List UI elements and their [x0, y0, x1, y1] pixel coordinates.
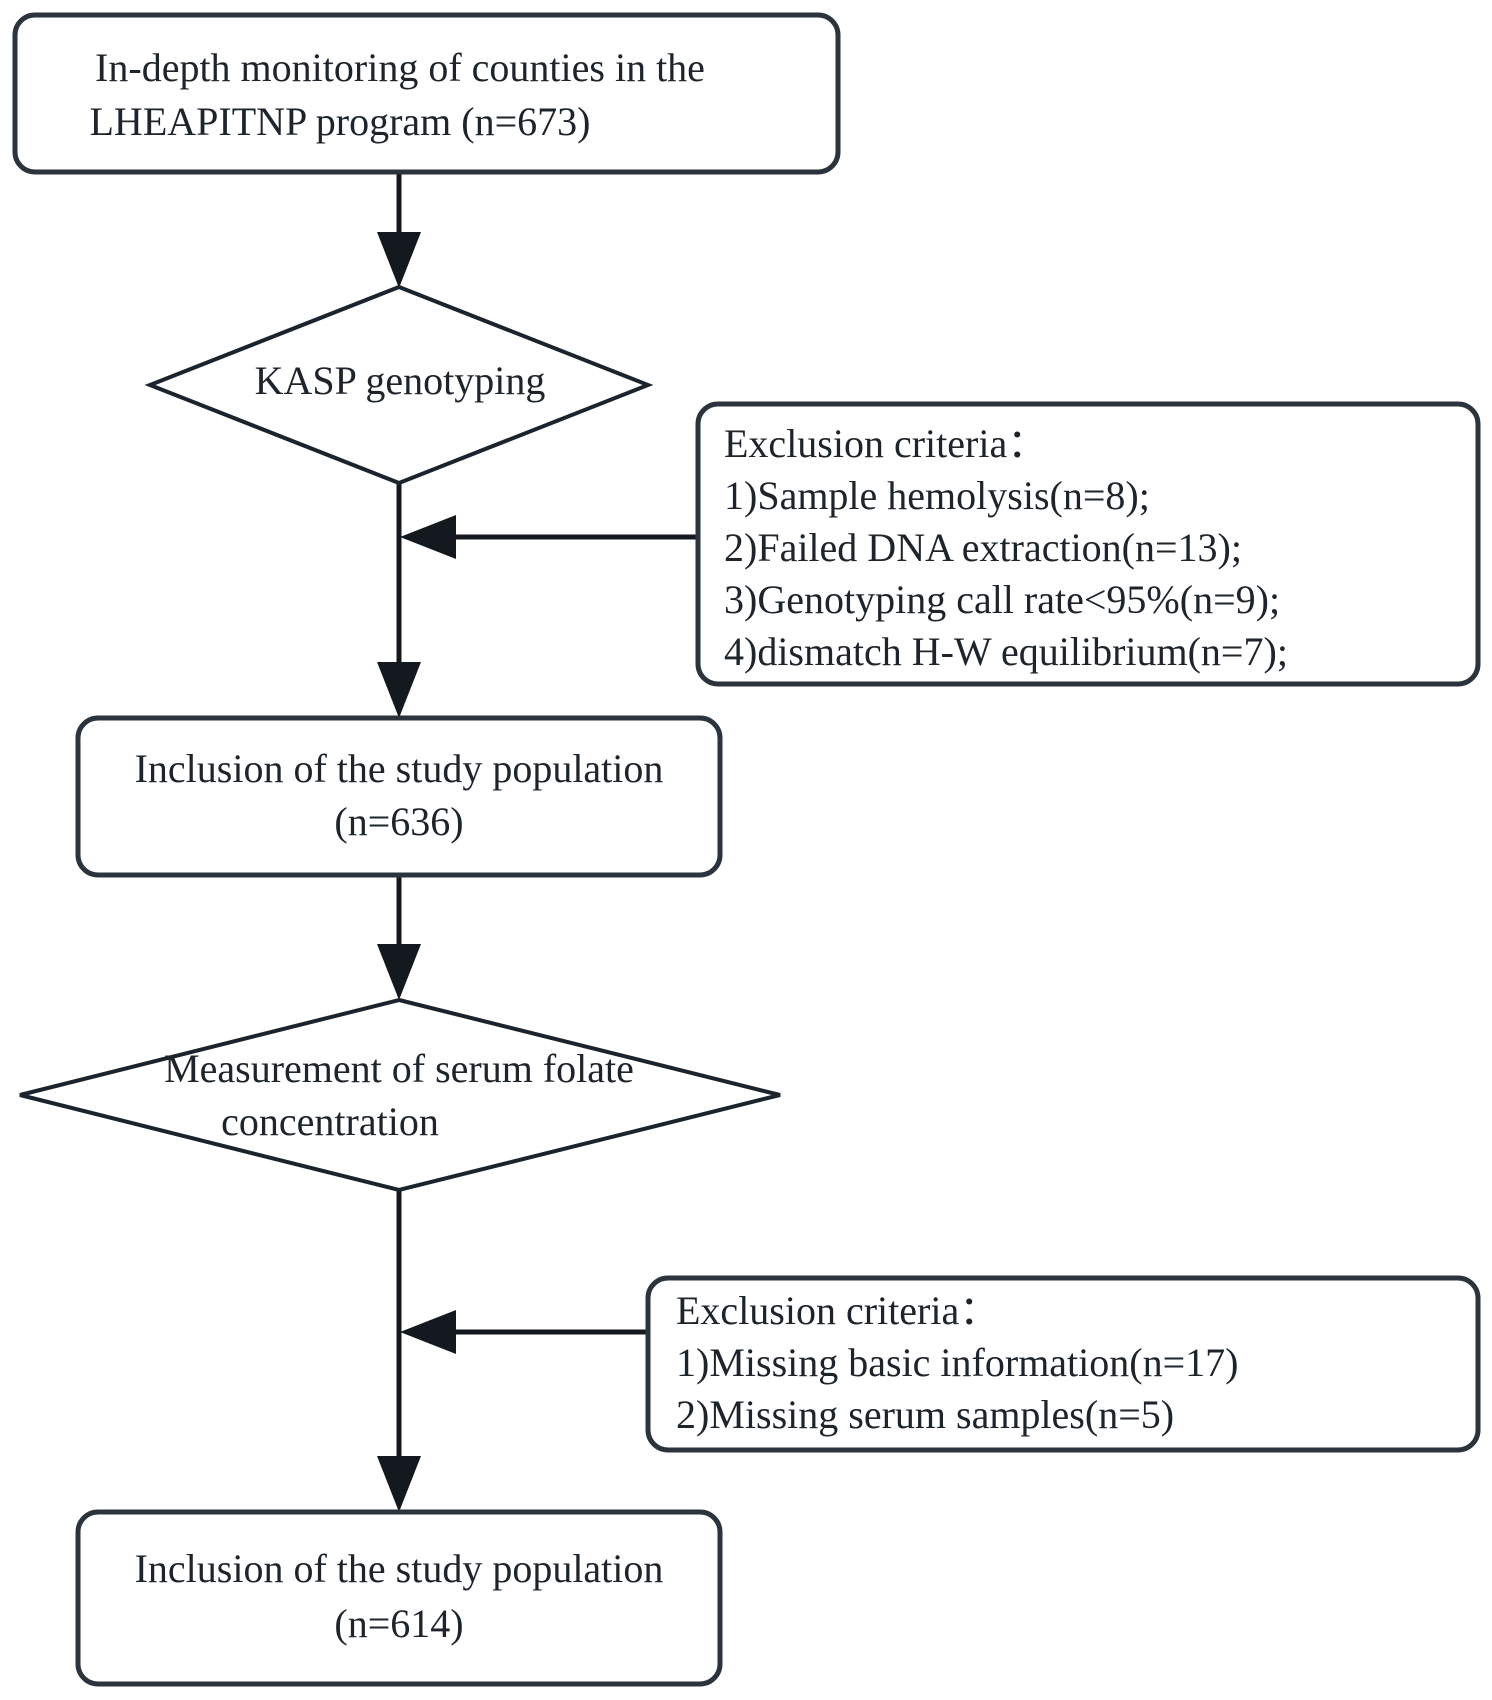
edge-source-to-genotyping: [377, 172, 421, 288]
inclusion-box-2-shape: [75, 1509, 723, 1687]
exclusion-box-1-item-1: 1)Sample hemolysis(n=8);: [724, 473, 1150, 518]
exclusion-box-1-shape: [695, 401, 1481, 687]
exclusion-box-2-heading: Exclusion criteria：: [676, 1288, 999, 1333]
exclusion-box-1-item-2: 2)Failed DNA extraction(n=13);: [724, 525, 1242, 570]
inclusion-box-1-line2: (n=636): [334, 799, 463, 844]
edge-genotyping-to-inclusion1: [377, 483, 421, 718]
node-exclusion-box-2[interactable]: Exclusion criteria： 1)Missing basic info…: [645, 1275, 1481, 1453]
node-inclusion-box-2[interactable]: Inclusion of the study population (n=614…: [75, 1509, 723, 1687]
node-inclusion-box-1[interactable]: Inclusion of the study population (n=636…: [75, 715, 723, 878]
inclusion-box-2-line2: (n=614): [334, 1601, 463, 1646]
edge-exclusion1-to-stem: [400, 515, 698, 559]
source-box-line1: In-depth monitoring of counties in the: [95, 45, 705, 90]
exclusion-box-1-heading: Exclusion criteria：: [724, 421, 1047, 466]
inclusion-box-2-line1: Inclusion of the study population: [135, 1546, 664, 1591]
exclusion-box-2-item-2: 2)Missing serum samples(n=5): [676, 1392, 1174, 1437]
node-source-box[interactable]: In-depth monitoring of counties in the L…: [12, 12, 841, 175]
inclusion-box-1-shape: [75, 715, 723, 878]
folate-diamond-line2: concentration: [221, 1099, 439, 1144]
edge-folate-to-inclusion2: [377, 1190, 421, 1512]
inclusion-box-1-line1: Inclusion of the study population: [135, 746, 664, 791]
exclusion-box-1-item-4: 4)dismatch H-W equilibrium(n=7);: [724, 629, 1288, 674]
folate-diamond-line1: Measurement of serum folate: [164, 1046, 634, 1091]
edge-exclusion2-to-stem: [400, 1310, 648, 1354]
source-box-line2: LHEAPITNP program (n=673): [90, 99, 591, 144]
node-genotyping-diamond[interactable]: KASP genotyping: [144, 284, 654, 486]
node-folate-diamond[interactable]: Measurement of serum folate concentratio…: [19, 997, 781, 1193]
node-exclusion-box-1[interactable]: Exclusion criteria： 1)Sample hemolysis(n…: [695, 401, 1481, 687]
edge-inclusion1-to-folate: [377, 875, 421, 1000]
exclusion-box-2-shape: [645, 1275, 1481, 1453]
folate-diamond-shape: [19, 997, 781, 1193]
genotyping-diamond-shape: [144, 284, 654, 486]
exclusion-box-2-item-1: 1)Missing basic information(n=17): [676, 1340, 1238, 1385]
genotyping-diamond-label: KASP genotyping: [255, 358, 546, 403]
source-box-shape: [12, 12, 841, 175]
exclusion-box-1-item-3: 3)Genotyping call rate<95%(n=9);: [724, 577, 1280, 622]
